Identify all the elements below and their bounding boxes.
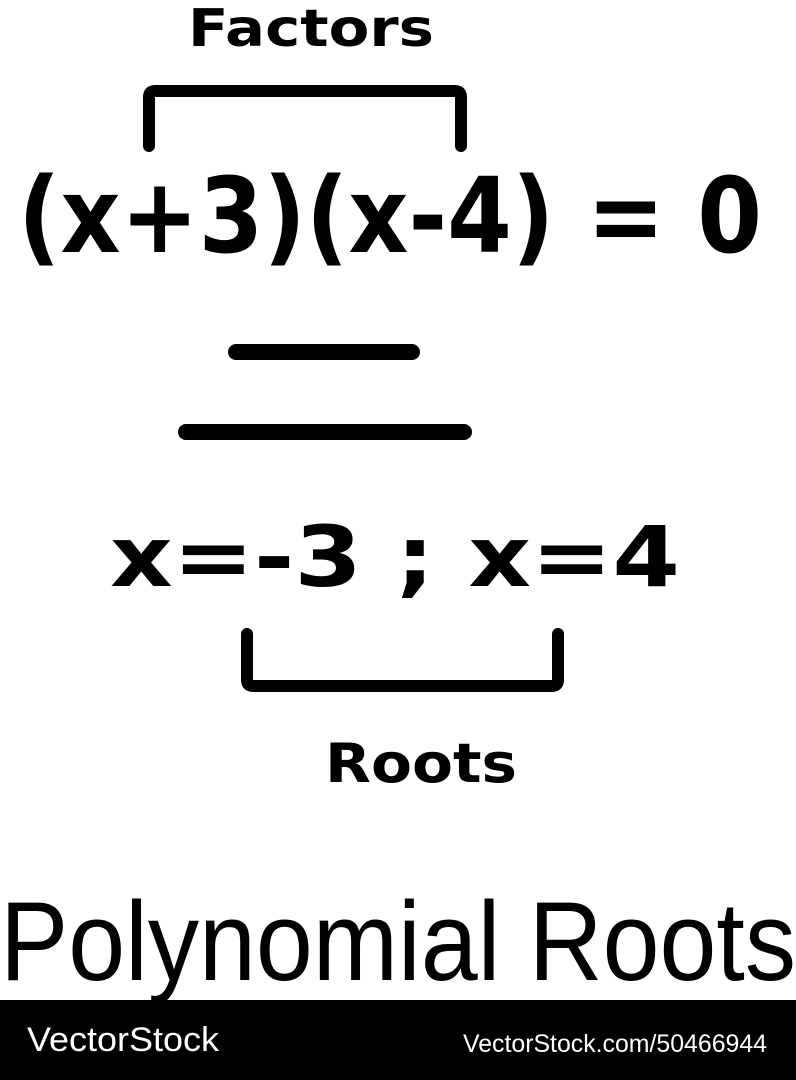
roots-label: Roots bbox=[325, 732, 517, 795]
factors-label: Factors bbox=[188, 0, 434, 59]
watermark-bar bbox=[0, 1000, 796, 1080]
watermark-url: VectorStock.com/50466944 bbox=[463, 1030, 767, 1058]
factors-bracket bbox=[143, 85, 467, 152]
roots-bracket bbox=[241, 628, 564, 692]
watermark-brand: VectorStock bbox=[27, 1021, 220, 1059]
factored-equation: (x+3)(x-4) = 0 bbox=[18, 155, 762, 277]
title: Polynomial Roots bbox=[0, 879, 796, 1004]
roots-equation: x=-3 ; x=4 bbox=[110, 508, 680, 606]
